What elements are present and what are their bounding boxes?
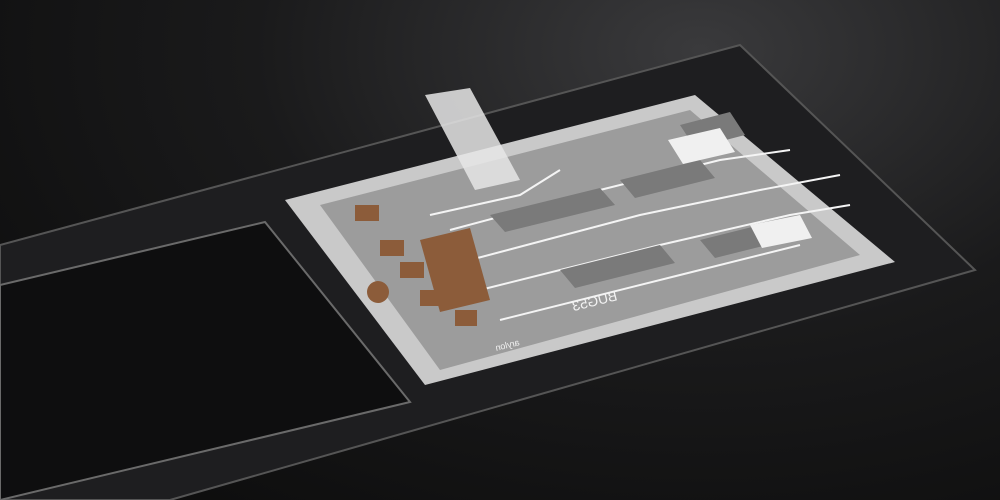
white-pad — [750, 215, 812, 248]
white-pad — [668, 128, 735, 164]
display-window — [0, 220, 412, 500]
copper-pads — [355, 205, 490, 326]
flex-connector — [425, 88, 520, 190]
